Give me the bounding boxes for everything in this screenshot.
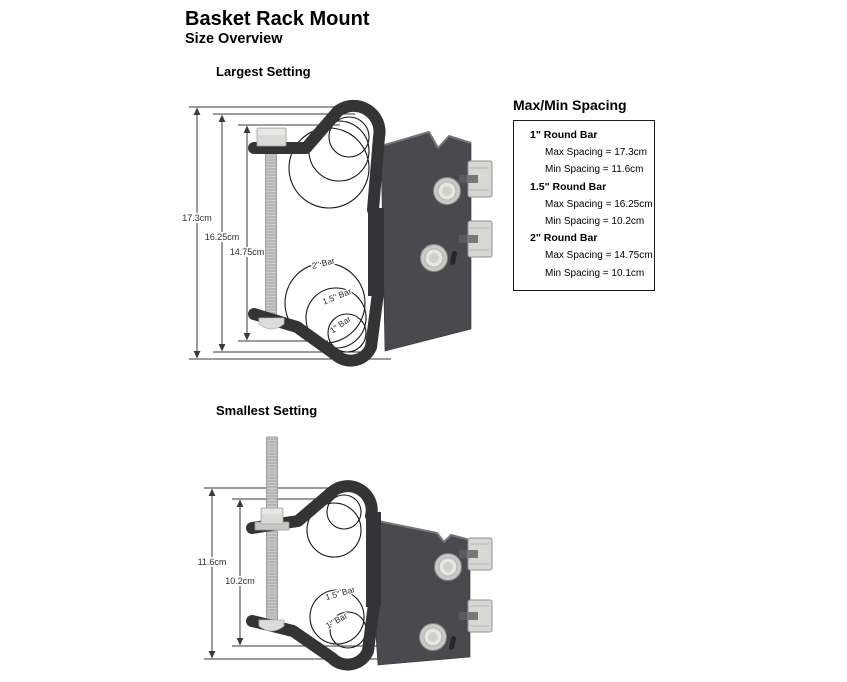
bar-size-label: 1" Round Bar <box>530 129 598 141</box>
spacing-group-1in: 1" Round Bar Max Spacing = 17.3cm Min Sp… <box>518 127 650 179</box>
bottom-hook <box>248 287 384 367</box>
max-spacing-value: Max Spacing = 17.3cm <box>545 147 647 159</box>
spacing-table: 1" Round Bar Max Spacing = 17.3cm Min Sp… <box>513 120 655 291</box>
label-1in-bar: 1" Bar <box>328 314 353 336</box>
smallest-dimension-arrows <box>208 488 244 659</box>
threaded-rod <box>265 141 277 321</box>
label-2in-bar: 2" Bar <box>311 255 336 271</box>
bar-size-label: 2" Round Bar <box>530 232 598 245</box>
side-clamp <box>459 599 493 633</box>
rod-nut <box>256 127 287 147</box>
spacing-heading: Max/Min Spacing <box>513 97 627 113</box>
bottom-hook <box>246 598 380 671</box>
mount-plate-bevel <box>367 518 471 543</box>
page-title: Basket Rack Mount <box>185 8 370 30</box>
largest-setting-diagram: 17.3cm 16.25cm 14.75cm 2" Bar 1.5" Bar 1… <box>180 99 493 367</box>
largest-dimension-labels: 17.3cm 16.25cm 14.75cm <box>180 213 268 257</box>
bottom-1in-bar-circle <box>327 313 367 353</box>
smallest-bar-circles <box>306 494 367 649</box>
smallest-mount-plate <box>367 518 493 666</box>
smallest-bar-labels: 1.5" Bar 1" Bar <box>323 583 358 632</box>
largest-dimension-arrows <box>193 107 251 359</box>
smallest-setting-diagram: 11.6cm 10.2cm 1.5" Bar 1" Bar <box>195 436 493 671</box>
min-spacing-value: Min Spacing = 10.1cm <box>545 267 645 279</box>
dim-label-11-6: 11.6cm <box>198 557 227 567</box>
page-subtitle: Size Overview <box>185 31 283 47</box>
bar-size-label: 1.5" Round Bar <box>530 180 607 193</box>
label-1-5in-bar: 1.5" Bar <box>324 584 356 602</box>
rod-nut <box>254 507 290 531</box>
spacing-group-1-5in: 1.5" Round Bar Max Spacing = 16.25cm Min… <box>518 179 653 231</box>
bolt <box>433 177 461 205</box>
bolt <box>420 244 448 272</box>
min-spacing-value: Min Spacing = 11.6cm <box>545 164 644 176</box>
max-spacing-value: Max Spacing = 16.25cm <box>545 198 653 210</box>
dim-label-10-2: 10.2cm <box>225 576 255 586</box>
rod-foot <box>258 317 285 330</box>
side-clamp <box>459 220 493 258</box>
max-spacing-value: Max Spacing = 14.75cm <box>545 250 653 262</box>
dim-label-14-75: 14.75cm <box>230 247 265 257</box>
mount-plate-body <box>380 131 472 352</box>
side-clamp <box>459 160 493 198</box>
min-spacing-value: Min Spacing = 10.2cm <box>545 216 645 228</box>
smallest-setting-heading: Smallest Setting <box>216 403 318 418</box>
rod-foot <box>258 619 285 632</box>
bolt <box>434 553 462 581</box>
smallest-dimension-lines <box>204 487 444 660</box>
plate-slot <box>449 636 456 650</box>
top-1in-bar-circle <box>326 494 362 530</box>
plate-slot <box>450 251 457 265</box>
top-hook <box>248 99 386 216</box>
bolt <box>419 623 447 651</box>
bracket-strip <box>366 512 381 607</box>
mount-plate-bevel <box>380 131 472 149</box>
label-1-5in-bar: 1.5" Bar <box>321 286 353 307</box>
side-clamp <box>459 537 493 571</box>
top-1in-bar-circle <box>328 116 370 158</box>
bracket-strip <box>368 208 384 296</box>
label-1in-bar: 1" Bar <box>324 610 349 630</box>
spacing-group-2in: 2" Round Bar Max Spacing = 14.75cm Min S… <box>518 230 653 282</box>
dim-label-16-25: 16.25cm <box>205 232 240 242</box>
threaded-rod <box>266 436 278 628</box>
spacing-panel: Max/Min Spacing 1" Round Bar Max Spacing… <box>513 97 655 291</box>
top-1-5in-bar-circle <box>306 502 362 558</box>
largest-setting-heading: Largest Setting <box>216 64 311 79</box>
top-hook <box>246 480 378 534</box>
largest-mount-plate <box>380 131 493 352</box>
dim-label-17-3: 17.3cm <box>182 213 212 223</box>
smallest-dimension-labels: 11.6cm 10.2cm <box>195 557 259 586</box>
